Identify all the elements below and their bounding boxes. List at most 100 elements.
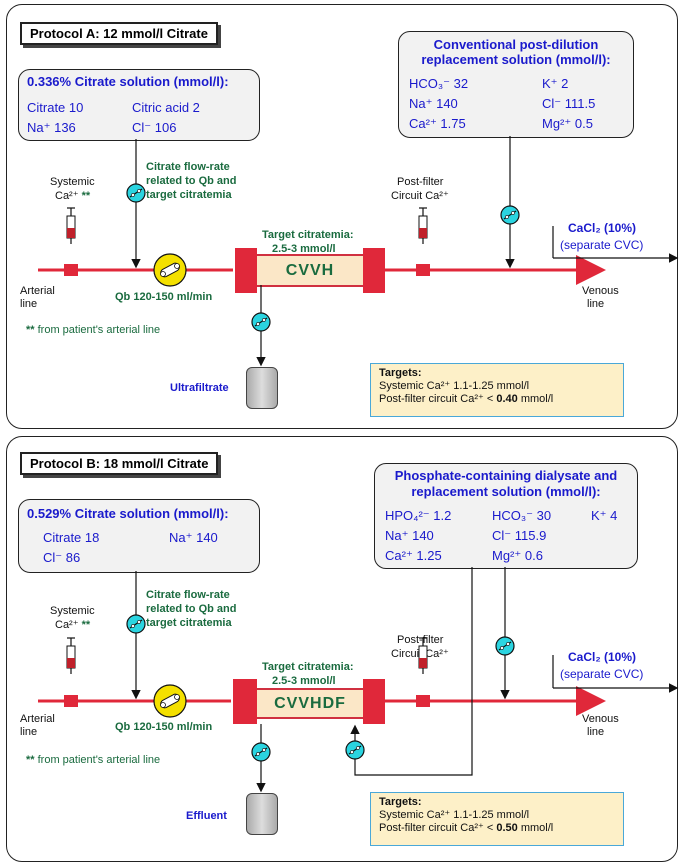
citrate-solution-box-a: 0.336% Citrate solution (mmol/l): Citrat…: [18, 69, 260, 141]
blood-pump-icon: [153, 684, 187, 718]
citrate-flow-label-3: target citratemia: [146, 617, 232, 629]
outflow-label: Effluent: [186, 810, 227, 822]
footnote-stars: **: [26, 324, 35, 336]
targets-line-1: Systemic Ca²⁺ 1.1-1.25 mmol/l: [379, 809, 530, 821]
systemic-ca-label: Ca²⁺: [55, 190, 79, 202]
outflow-label: Ultrafiltrate: [170, 382, 229, 394]
stars-marker: **: [81, 619, 91, 631]
syringe-icon: [418, 207, 428, 245]
protocol-b-title: Protocol B: 18 mmol/l Citrate: [20, 452, 219, 475]
citrate-flow-label-3: target citratemia: [146, 189, 232, 201]
circuit-b: [38, 567, 679, 793]
citrate-item: Citrate 18: [43, 530, 100, 545]
citrate-flow-label-2: related to Qb and: [146, 175, 237, 187]
target-citratemia-1: Target citratemia:: [262, 661, 354, 673]
filter-cap-right: [363, 679, 385, 724]
sample-port: [416, 695, 430, 707]
arterial-label-1: Arterial: [20, 713, 55, 725]
separate-cvc-label: (separate CVC): [560, 667, 644, 681]
circuit-a: [38, 136, 679, 367]
citrate-solution-header: 0.336% Citrate solution (mmol/l):: [27, 74, 229, 89]
venous-label-2: line: [587, 726, 605, 738]
replacement-item: Cl⁻ 111.5: [542, 96, 596, 111]
replacement-header-1: Conventional post-dilution: [433, 37, 599, 52]
sample-port: [416, 264, 430, 276]
syringe-icon: [66, 207, 76, 245]
cvvh-filter: CVVH: [257, 254, 363, 287]
targets-line-1: Systemic Ca²⁺ 1.1-1.25 mmol/l: [379, 380, 530, 392]
citrate-flow-label-2: related to Qb and: [146, 603, 237, 615]
postfilter-label-1: Post-filter: [397, 634, 444, 646]
replacement-header-1: Phosphate-containing dialysate and: [394, 468, 618, 483]
replacement-item: Na⁺ 140: [385, 528, 434, 543]
postfilter-label-1: Post-filter: [397, 176, 444, 188]
citrate-flow-label-1: Citrate flow-rate: [146, 161, 230, 173]
venous-label-1: Venous: [582, 285, 619, 297]
targets-line-2-value: 0.40: [496, 393, 518, 405]
sample-port: [64, 695, 78, 707]
protocol-a-title: Protocol A: 12 mmol/l Citrate: [20, 22, 218, 45]
replacement-header-2: replacement solution (mmol/l):: [411, 484, 601, 499]
targets-line-2-pre: Post-filter circuit Ca²⁺ <: [379, 393, 497, 405]
arterial-label-1: Arterial: [20, 285, 55, 297]
replacement-header-2: replacement solution (mmol/l):: [421, 52, 611, 67]
replacement-item: K⁺ 2: [542, 76, 569, 91]
cacl2-label: CaCl₂ (10%): [568, 221, 637, 235]
targets-line-2-post: mmol/l: [517, 822, 554, 834]
qb-label: Qb 120-150 ml/min: [115, 721, 213, 733]
systemic-ca-label: Ca²⁺: [55, 619, 79, 631]
citrate-item: Cl⁻ 86: [43, 550, 81, 565]
ultrafiltrate-bag: [246, 367, 278, 409]
filter-cap-right: [363, 248, 385, 293]
footnote-stars: **: [26, 754, 35, 766]
replacement-item: HCO₃⁻ 32: [409, 76, 469, 91]
targets-box-b: Targets: Systemic Ca²⁺ 1.1-1.25 mmol/l P…: [370, 792, 624, 846]
replacement-item: Ca²⁺ 1.25: [385, 548, 442, 563]
stars-marker: **: [81, 190, 91, 202]
flow-meter-icon: [500, 205, 520, 225]
flow-meter-icon: [495, 636, 515, 656]
target-citratemia-2: 2.5-3 mmol/l: [272, 675, 336, 687]
flow-meter-icon: [251, 312, 271, 332]
replacement-item: Na⁺ 140: [409, 96, 458, 111]
postfilter-label-2: Circuit Ca²⁺: [391, 190, 449, 202]
flow-meter-icon: [126, 614, 146, 634]
separate-cvc-label: (separate CVC): [560, 238, 644, 252]
replacement-item: HCO₃⁻ 30: [492, 508, 552, 523]
footnote-text: from patient's arterial line: [37, 324, 161, 336]
effluent-bag: [246, 793, 278, 835]
filter-cap-left: [235, 248, 257, 293]
replacement-item: K⁺ 4: [591, 508, 618, 523]
replacement-item: Ca²⁺ 1.75: [409, 116, 466, 131]
targets-box-a: Targets: Systemic Ca²⁺ 1.1-1.25 mmol/l P…: [370, 363, 624, 417]
cvvhdf-filter: CVVHDF: [257, 688, 363, 719]
footnote-text: from patient's arterial line: [37, 754, 161, 766]
replacement-item: Cl⁻ 115.9: [492, 528, 547, 543]
arterial-label-2: line: [20, 298, 38, 310]
flow-meter-icon: [251, 742, 271, 762]
flow-meter-icon: [345, 740, 365, 760]
filter-cap-left: [233, 679, 257, 724]
syringe-icon: [418, 637, 428, 675]
syringe-icon: [66, 637, 76, 675]
systemic-label: Systemic: [50, 605, 95, 617]
targets-line-2-value: 0.50: [496, 822, 518, 834]
cacl2-label: CaCl₂ (10%): [568, 650, 637, 664]
citrate-item: Citric acid 2: [132, 100, 200, 115]
replacement-solution-box-b: Phosphate-containing dialysate and repla…: [374, 463, 638, 569]
targets-title: Targets:: [379, 796, 422, 808]
venous-label-1: Venous: [582, 713, 619, 725]
citrate-solution-header: 0.529% Citrate solution (mmol/l):: [27, 506, 229, 521]
targets-line-2-post: mmol/l: [517, 393, 554, 405]
citrate-flow-label-1: Citrate flow-rate: [146, 589, 230, 601]
targets-line-2-pre: Post-filter circuit Ca²⁺ <: [379, 822, 497, 834]
qb-label: Qb 120-150 ml/min: [115, 291, 213, 303]
target-citratemia-2: 2.5-3 mmol/l: [272, 243, 336, 255]
citrate-solution-box-b: 0.529% Citrate solution (mmol/l): Citrat…: [18, 499, 260, 573]
dialysate-feed-line: [350, 567, 473, 776]
blood-pump-icon: [153, 253, 187, 287]
replacement-item: Mg²⁺ 0.5: [542, 116, 593, 131]
venous-label-2: line: [587, 298, 605, 310]
replacement-item: Mg²⁺ 0.6: [492, 548, 543, 563]
